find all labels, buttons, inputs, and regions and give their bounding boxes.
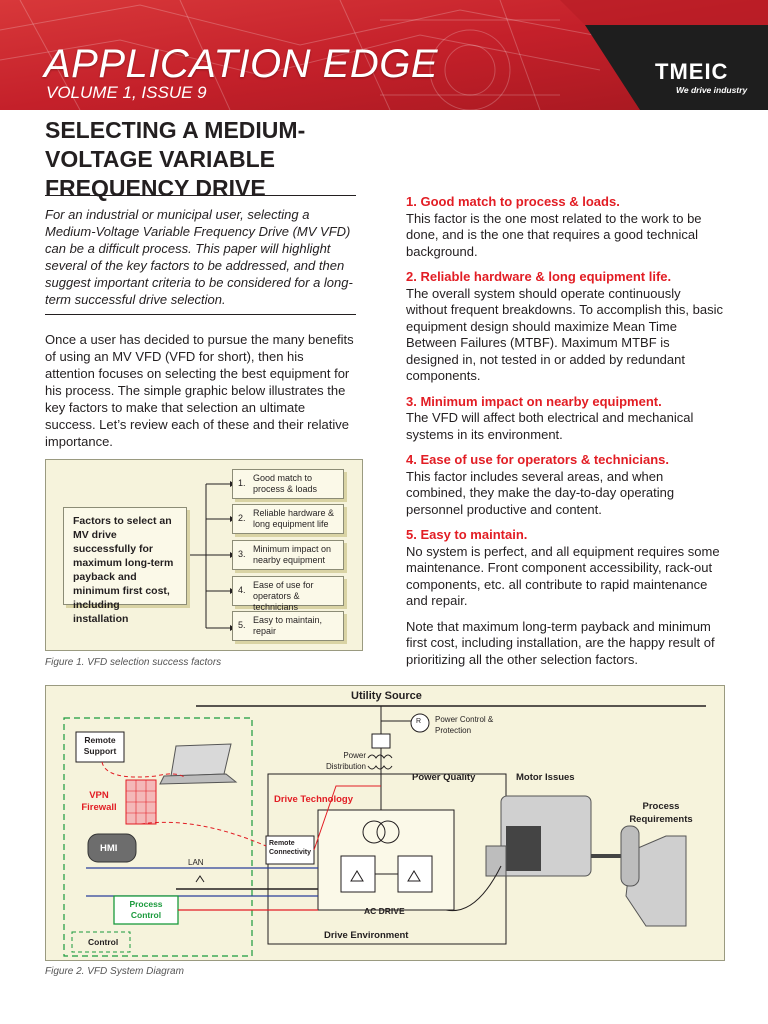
factors-list: 1. Good match to process & loads. This f… (406, 194, 724, 668)
factor-box-2: 2. Reliable hardware & long equipment li… (232, 504, 344, 534)
relay-symbol: R (416, 718, 422, 725)
article-intro: For an industrial or municipal user, sel… (45, 207, 353, 307)
banner-background (0, 0, 768, 110)
factor-box-3: 3. Minimum impact on nearby equipment (232, 540, 344, 570)
factors-main-box: Factors to select an MV drive successful… (63, 507, 187, 625)
factor-number: 4. (238, 585, 246, 595)
factor-label: Minimum impact on nearby equipment (253, 544, 332, 565)
factor-number: 3. (238, 549, 246, 559)
company-tagline: We drive industry (676, 85, 748, 95)
vpn-firewall-label: VPN Firewall (81, 790, 117, 813)
power-quality-label: Power Quality (412, 772, 476, 783)
figure-2-caption: Figure 2. VFD System Diagram (45, 966, 184, 977)
factor-heading-3: 3. Minimum impact on nearby equipment. (406, 393, 662, 409)
factor-heading-1: 1. Good match to process & loads. (406, 194, 620, 209)
remote-support-label: Remote Support (83, 735, 117, 756)
publication-title: APPLICATION EDGE (44, 42, 439, 86)
figure-1-diagram: Factors to select an MV drive successful… (45, 459, 363, 651)
factor-heading-4: 4. Ease of use for operators & technicia… (406, 452, 669, 467)
figure-2-diagram: Utility Source R Power Control & Protect… (45, 685, 725, 961)
ac-drive-label: AC DRIVE (364, 906, 405, 916)
power-distribution-label: Power Distribution (325, 751, 366, 771)
company-logo: TMEIC (655, 59, 729, 84)
factor-heading-2: 2. Reliable hardware & long equipment li… (406, 269, 672, 284)
divider-top (45, 195, 356, 196)
system-diagram-graphics (63, 705, 706, 957)
factor-number: 1. (238, 478, 246, 488)
article-title: SELECTING A MEDIUM-VOLTAGE VARIABLE FREQ… (45, 117, 306, 201)
figure-1-caption: Figure 1. VFD selection success factors (45, 657, 222, 668)
factor-box-1: 1. Good match to process & loads (232, 469, 344, 499)
factor-text-1: This factor is the one most related to t… (406, 210, 702, 259)
factor-text-4: This factor includes several areas, and … (406, 468, 675, 517)
factor-number: 2. (238, 513, 246, 523)
factor-label: Easy to maintain, repair (253, 615, 323, 636)
header-banner: APPLICATION EDGE VOLUME 1, ISSUE 9 TMEIC… (0, 0, 768, 110)
factor-label: Ease of use for operators & technicians (253, 580, 314, 612)
factor-label: Reliable hardware & long equipment life (253, 508, 335, 529)
volume-issue: VOLUME 1, ISSUE 9 (46, 83, 207, 102)
factor-text-5: No system is perfect, and all equipment … (406, 543, 720, 609)
hmi-label: HMI (100, 843, 118, 854)
figure-1-connectors (188, 481, 235, 631)
power-control-label: Power Control & Protection (435, 715, 494, 735)
remote-connectivity-label: Remote Connectivity (269, 840, 312, 856)
factor-text-3: The VFD will affect both electrical and … (406, 410, 694, 442)
factor-heading-5: 5. Easy to maintain. (406, 527, 528, 542)
article-body: Once a user has decided to pursue the ma… (45, 332, 354, 449)
factor-number: 5. (238, 620, 246, 630)
utility-source-label: Utility Source (351, 690, 422, 702)
control-label: Control (88, 937, 119, 947)
process-control-label: Process Control (129, 899, 163, 920)
lan-label: LAN (188, 858, 204, 867)
factor-box-4: 4. Ease of use for operators & technicia… (232, 576, 344, 612)
factor-label: Good match to process & loads (253, 473, 318, 494)
factor-box-5: 5. Easy to maintain, repair (232, 611, 344, 641)
drive-environment-label: Drive Environment (324, 930, 409, 941)
factor-text-2: The overall system should operate contin… (406, 285, 723, 384)
drive-technology-label: Drive Technology (274, 794, 354, 805)
divider-bottom (45, 314, 356, 315)
closing-paragraph: Note that maximum long-term payback and … (406, 618, 715, 667)
motor-issues-label: Motor Issues (516, 772, 575, 783)
process-requirements-label: Process Requirements (629, 801, 693, 825)
